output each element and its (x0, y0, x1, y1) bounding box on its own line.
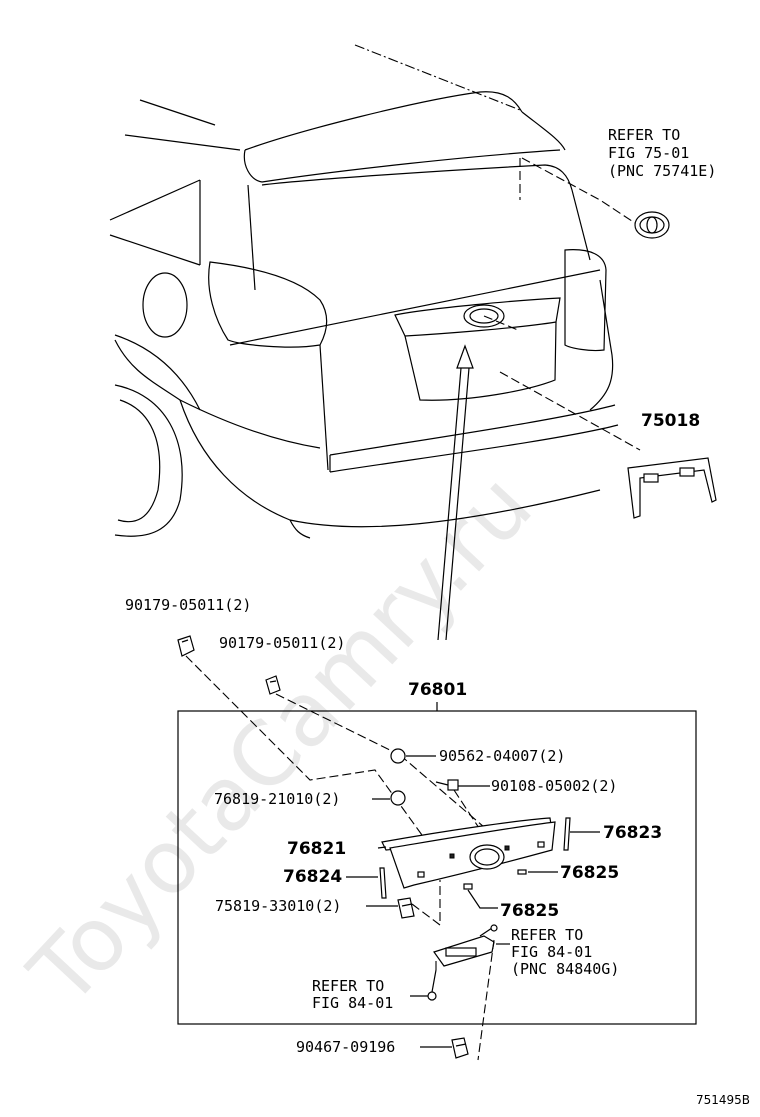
pnc-75018: 75018 (641, 411, 700, 431)
seal-76824 (379, 867, 387, 899)
pnc-76825-b: 76825 (500, 901, 559, 921)
callout-refer-fig-84-01-a: REFER TO FIG 84-01 (PNC 84840G) (511, 926, 619, 978)
pnc-76823: 76823 (603, 823, 662, 843)
grommet-part (390, 790, 406, 806)
watermark: ToyotaCamry.ru (9, 454, 551, 1025)
pnc-90467: 90467-09196 (296, 1038, 395, 1056)
refer-line-3: (PNC 75741E) (608, 162, 716, 180)
refer-line-1: REFER TO (511, 926, 583, 944)
pnc-76821: 76821 (287, 839, 346, 859)
clip-90179-b (265, 675, 281, 695)
bolt-part (435, 779, 459, 791)
callout-refer-fig-84-01-b: REFER TO FIG 84-01 (312, 977, 393, 1012)
callout-refer-fig-75-01: REFER TO FIG 75-01 (PNC 75741E) (608, 126, 716, 180)
refer-line-2: FIG 75-01 (608, 144, 689, 162)
part-76825-a (517, 869, 527, 875)
license-lamp (433, 924, 498, 967)
clip-90179-a (177, 635, 195, 657)
pnc-76801: 76801 (408, 680, 467, 700)
refer-line-3: (PNC 84840G) (511, 960, 619, 978)
refer-line-2: FIG 84-01 (312, 994, 393, 1012)
figure-code: 751495B (696, 1093, 750, 1107)
refer-line-1: REFER TO (608, 126, 680, 144)
part-76825-b (463, 883, 473, 890)
pnc-90179-a: 90179-05011(2) (125, 596, 251, 614)
pnc-75819: 75819-33010(2) (215, 897, 341, 915)
pnc-76819: 76819-21010(2) (214, 790, 340, 808)
emblem-part (634, 211, 670, 239)
molding-76823 (563, 817, 571, 851)
screw (427, 969, 437, 1001)
fastener-90467 (451, 1037, 469, 1059)
pnc-90179-b: 90179-05011(2) (219, 634, 345, 652)
nut-part (390, 748, 406, 764)
back-door-garnish-76801 (377, 817, 556, 889)
refer-line-1: REFER TO (312, 977, 384, 995)
pnc-76824: 76824 (283, 867, 342, 887)
pnc-90108: 90108-05002(2) (491, 777, 617, 795)
pnc-76825-a: 76825 (560, 863, 619, 883)
pnc-90562: 90562-04007(2) (439, 747, 565, 765)
assembly-arrow (437, 344, 474, 641)
clip-75819 (397, 897, 415, 919)
license-plate-bracket-75018 (627, 457, 717, 519)
refer-line-2: FIG 84-01 (511, 943, 592, 961)
vehicle-rear-illustration (109, 44, 641, 539)
